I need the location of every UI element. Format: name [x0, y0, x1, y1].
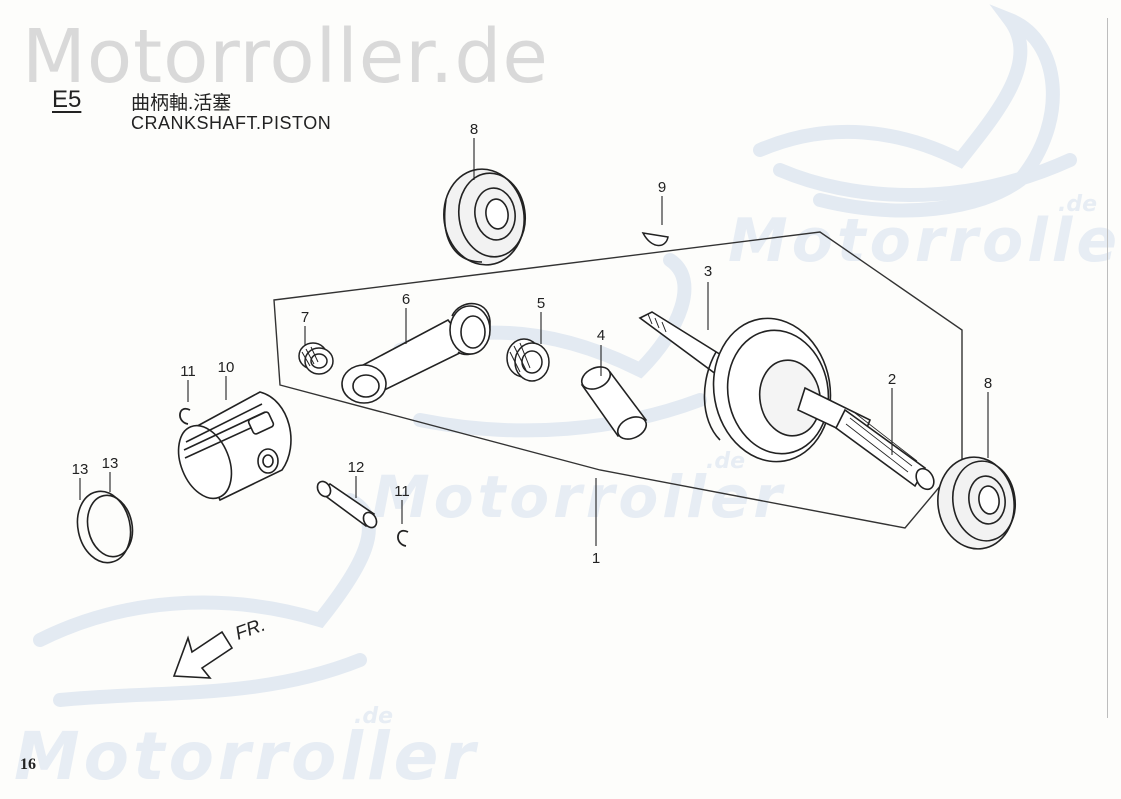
needle-bearing-part	[298, 342, 334, 375]
crankshaft-part	[638, 311, 935, 491]
page-number: 16	[20, 756, 36, 773]
front-direction-arrow-icon	[172, 630, 234, 679]
callout-10: 10	[218, 359, 235, 376]
woodruff-key-part	[641, 232, 669, 247]
watermark-blue: Motorroller.de	[14, 704, 479, 795]
crank-pin-part	[580, 366, 648, 440]
watermark-suffix: .de	[1058, 192, 1098, 217]
watermark-blue: Motorroller.de	[728, 192, 1121, 276]
bearing-part	[443, 168, 526, 266]
section-title-en: CRANKSHAFT.PISTON	[131, 113, 332, 133]
bearing-part	[937, 456, 1016, 550]
watermark-logo: Motorroller.de	[22, 14, 549, 100]
connecting-rod-part	[341, 302, 491, 404]
callout-7: 7	[301, 309, 309, 326]
callout-13-right: 13	[102, 455, 119, 472]
callout-8-right: 8	[984, 375, 992, 392]
callout-11-right: 11	[394, 483, 410, 500]
scooter-watermark-outline	[33, 4, 1077, 707]
callout-1: 1	[592, 550, 600, 567]
callout-13-left: 13	[72, 461, 89, 478]
assembly-outline	[273, 231, 963, 529]
piston-part	[177, 391, 292, 502]
callout-8-top: 8	[470, 121, 478, 138]
watermark-suffix: .de	[706, 449, 746, 474]
callout-2: 2	[888, 371, 896, 388]
section-code: E5	[52, 86, 82, 113]
callout-5: 5	[537, 295, 545, 312]
callout-4: 4	[597, 327, 605, 344]
callout-6: 6	[402, 291, 410, 308]
watermark-suffix: .de	[354, 704, 394, 729]
watermark-text: Motorroller	[728, 206, 1121, 276]
circlip-part	[397, 529, 409, 547]
callout-9: 9	[658, 179, 666, 196]
section-title-cn: 曲柄軸.活塞	[131, 93, 232, 114]
watermark-text: Motorroller	[372, 463, 786, 531]
watermark-blue: Motorroller.de	[372, 449, 786, 531]
callout-11-left: 11	[180, 363, 196, 380]
page-edge-line	[1107, 18, 1108, 718]
piston-pin-part	[316, 480, 378, 529]
callout-12: 12	[348, 459, 365, 476]
needle-bearing-part	[506, 338, 550, 382]
piston-rings-part	[76, 490, 134, 564]
leader-lines	[79, 138, 989, 546]
circlip-part	[179, 407, 191, 425]
watermark-text: Motorroller	[14, 718, 479, 795]
callout-3: 3	[704, 263, 712, 280]
front-direction-label: FR.	[233, 614, 269, 644]
